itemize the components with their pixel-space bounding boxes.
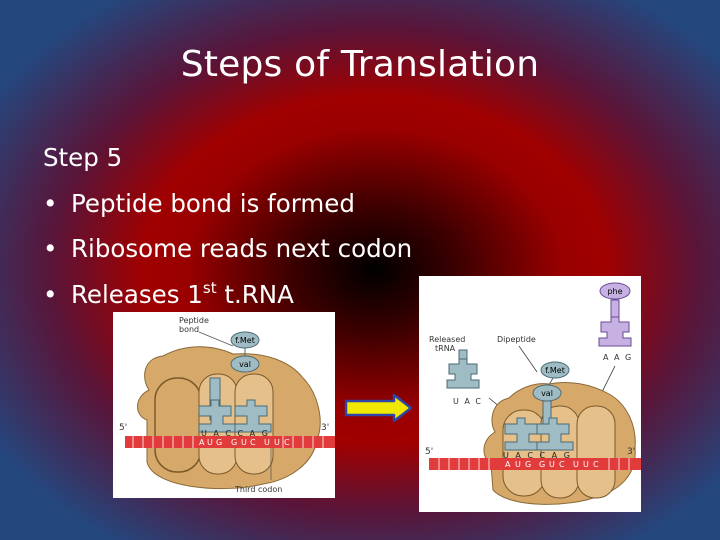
fmet-label: f.Met — [235, 336, 255, 345]
phe-bead — [599, 282, 631, 300]
trna-left — [198, 377, 236, 433]
val-label: val — [541, 389, 553, 398]
svg-text:C: C — [250, 438, 256, 447]
mrna-strand — [429, 458, 641, 470]
released-trna — [446, 349, 480, 389]
peptide-bond-label: Peptide bond — [179, 316, 211, 334]
ribosome-diagram-after: phe A A G Released tRNA U A C Dipeptide — [419, 276, 641, 512]
slide-title: Steps of Translation — [180, 44, 540, 85]
released-trna-label: Released tRNA — [429, 335, 468, 353]
fmet-bead — [540, 361, 570, 379]
mrna-strand — [125, 436, 335, 448]
svg-text:A: A — [199, 438, 205, 447]
svg-text:U: U — [549, 460, 555, 469]
five-prime-label: 5' — [119, 423, 127, 433]
svg-text:G: G — [525, 460, 531, 469]
svg-text:U: U — [207, 438, 213, 447]
right-arrow-icon — [344, 394, 413, 422]
trna-right — [234, 399, 272, 433]
incoming-anticodon-label: A A G — [603, 353, 633, 362]
fmet-label: f.Met — [545, 366, 565, 375]
svg-text:C: C — [284, 438, 290, 447]
bullet-item: Releases 1st t.RNA — [43, 272, 412, 318]
three-prime-label: 3' — [321, 423, 329, 433]
bullet-list: Peptide bond is formed Ribosome reads ne… — [43, 181, 412, 318]
anticodon-label: U A C C A G — [503, 451, 572, 460]
svg-text:U: U — [274, 438, 280, 447]
dipeptide-label: Dipeptide — [497, 335, 536, 344]
step-heading: Step 5 — [43, 143, 123, 172]
svg-text:G: G — [216, 438, 222, 447]
svg-text:U: U — [573, 460, 579, 469]
incoming-trna — [598, 299, 632, 347]
svg-text:U: U — [515, 460, 521, 469]
three-prime-label: 3' — [627, 447, 635, 457]
svg-text:U: U — [241, 438, 247, 447]
third-codon-label: Third codon — [234, 485, 282, 494]
svg-text:G: G — [231, 438, 237, 447]
trna-right — [536, 400, 574, 451]
bullet-tail: t.RNA — [216, 279, 294, 309]
mrna-codon-letters: A U G G U C U U C — [505, 460, 599, 469]
bullet-item: Peptide bond is formed — [43, 181, 412, 227]
val-label: val — [239, 360, 251, 369]
trna-left — [504, 417, 542, 451]
mrna-codon-letters: A U G G U C U U C — [199, 438, 290, 447]
svg-text:C: C — [559, 460, 565, 469]
released-anticodon-label: U A C — [453, 397, 483, 406]
svg-text:G: G — [539, 460, 545, 469]
mrna-ticks — [132, 436, 324, 448]
bullet-text: Releases 1 — [71, 279, 203, 309]
ribosome-diagram-before: f.Met val Peptide bond U A C C A G A — [113, 312, 335, 498]
five-prime-label: 5' — [425, 447, 433, 457]
slide-body: Step 5 Peptide bond is formed Ribosome r… — [43, 135, 412, 317]
bullet-item: Ribosome reads next codon — [43, 226, 412, 272]
svg-text:C: C — [593, 460, 599, 469]
ordinal-superscript: st — [202, 278, 217, 297]
anticodon-label: U A C C A G — [201, 429, 270, 438]
phe-label: phe — [607, 287, 622, 296]
mrna-ticks — [438, 458, 630, 470]
ribosome-site-right — [576, 405, 616, 499]
svg-text:U: U — [264, 438, 270, 447]
svg-text:A: A — [505, 460, 511, 469]
svg-text:U: U — [583, 460, 589, 469]
